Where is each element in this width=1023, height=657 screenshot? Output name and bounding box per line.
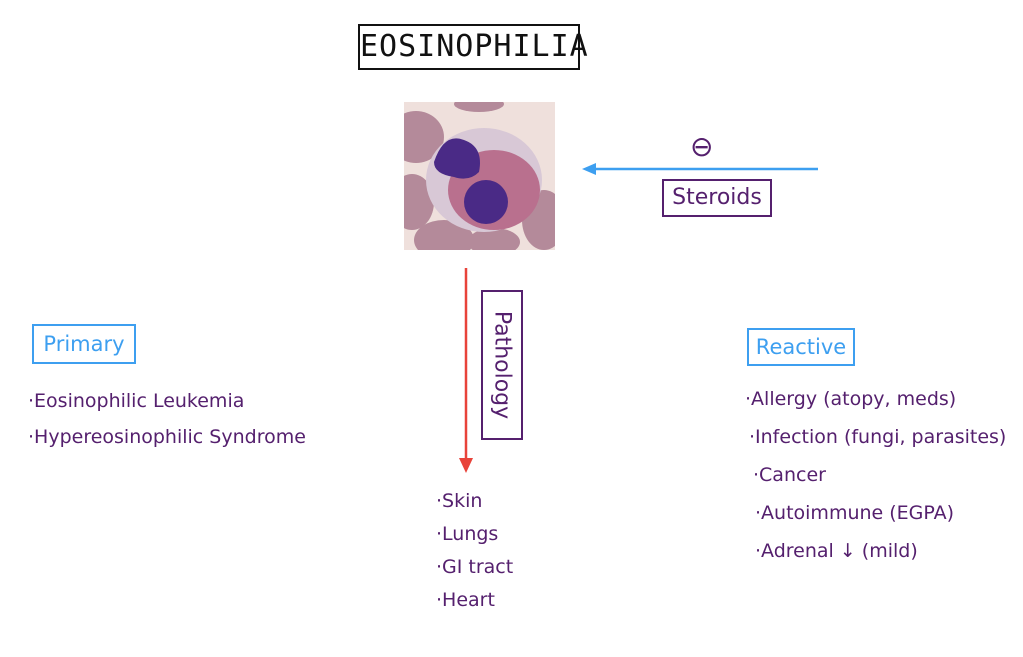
reactive-list: ·Allergy (atopy, meds) ·Infection (fungi… [745,388,1006,578]
pathology-arrow [459,268,473,473]
list-item: ·Heart [436,589,495,611]
pathology-label: Pathology [489,310,515,420]
list-item: ·Allergy (atopy, meds) [745,388,957,410]
pathology-list: ·Skin ·Lungs ·GI tract ·Heart [436,490,513,622]
steroids-label: Steroids [662,179,772,217]
minus-circle-icon: ⊖ [690,130,714,163]
list-item: ·Skin [436,490,483,512]
primary-list: ·Eosinophilic Leukemia ·Hypereosinophili… [28,390,306,462]
pathology-label-box: Pathology [481,290,523,440]
list-item: ·Lungs [436,523,499,545]
list-item: ·Eosinophilic Leukemia [28,390,245,412]
reactive-label: Reactive [747,328,855,366]
eosinophil-image [404,102,555,250]
page-title: EOSINOPHILIA [358,24,588,70]
list-item: ·GI tract [436,556,514,578]
list-item: ·Cancer [753,464,826,486]
list-item: ·Autoimmune (EGPA) [755,502,955,524]
list-item: ·Hypereosinophilic Syndrome [28,426,306,448]
primary-label: Primary [32,324,136,364]
inhibition-arrow [582,163,818,175]
list-item: ·Infection (fungi, parasites) [749,426,1007,448]
list-item: ·Adrenal ↓ (mild) [755,540,918,562]
